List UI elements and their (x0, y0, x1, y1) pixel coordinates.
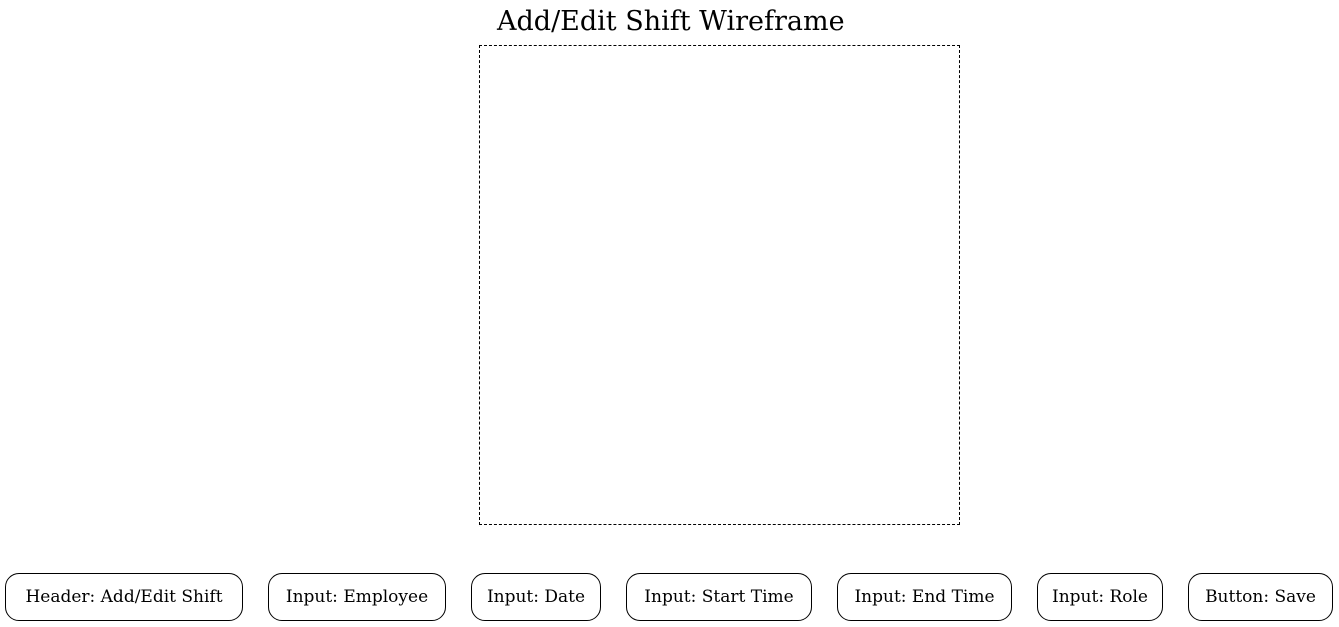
diagram-title: Add/Edit Shift Wireframe (497, 6, 845, 37)
node-input-employee: Input: Employee (268, 573, 446, 621)
node-header-add-edit-shift: Header: Add/Edit Shift (5, 573, 243, 621)
node-input-date: Input: Date (471, 573, 601, 621)
node-input-start-time: Input: Start Time (626, 573, 812, 621)
wireframe-container (479, 45, 960, 525)
node-input-role: Input: Role (1037, 573, 1163, 621)
node-button-save: Button: Save (1188, 573, 1333, 621)
node-input-end-time: Input: End Time (837, 573, 1012, 621)
